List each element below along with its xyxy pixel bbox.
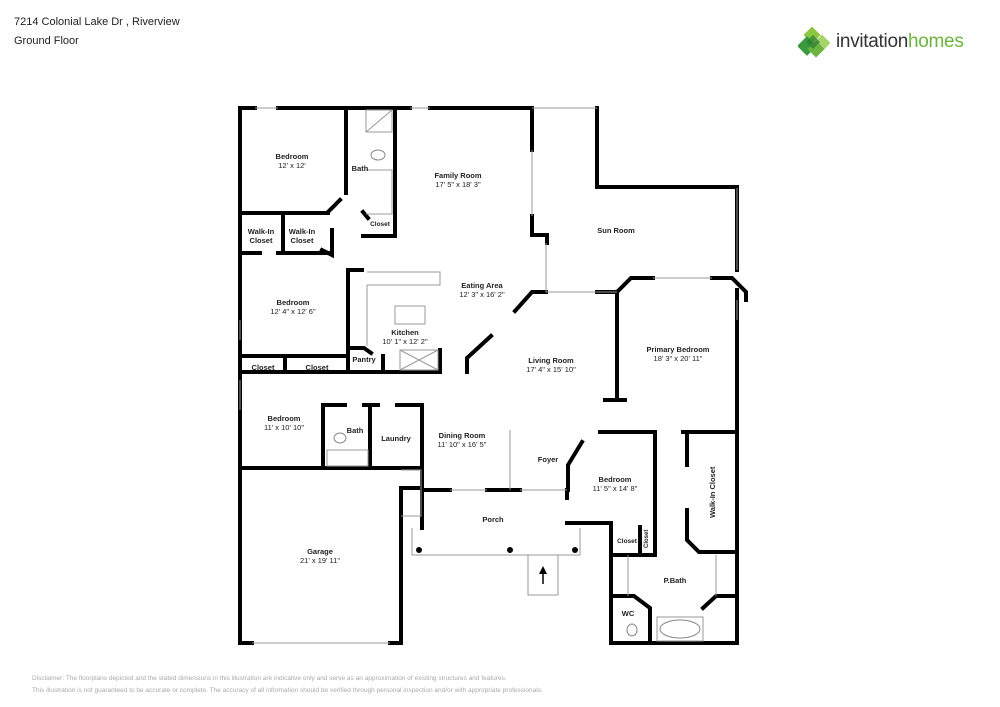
logo-wordmark: invitationhomes: [836, 31, 964, 53]
room-name: Walk-In Closet: [247, 227, 275, 245]
room-label-walk-in-closet-primary: Walk-In Closet: [708, 466, 717, 518]
disclaimer-line-2: This illustration is not guaranteed to b…: [32, 687, 543, 694]
room-name: Eating Area: [461, 281, 503, 290]
room-dims: 18' 3" x 20' 11": [653, 354, 703, 363]
room-label-laundry: Laundry: [381, 434, 411, 443]
room-name: Bedroom: [276, 298, 310, 307]
room-label-walk-in-closet-2: Walk-In Closet: [284, 227, 320, 245]
room-dims: 12' 4" x 12' 6": [270, 307, 316, 316]
room-label-closet-c: Closet: [617, 537, 637, 546]
room-name: Foyer: [537, 455, 559, 464]
room-label-closet-b: Closet: [306, 363, 329, 372]
room-dims: 10' 1" x 12' 2": [382, 337, 428, 346]
room-dims: 17' 5" x 18' 3": [435, 180, 481, 189]
room-name: WC: [621, 609, 635, 618]
room-name: Laundry: [381, 434, 411, 443]
room-name: Dining Room: [438, 431, 486, 440]
room-dims: 17' 4" x 15' 10": [526, 365, 576, 374]
room-label-closet-bath: Closet: [370, 220, 390, 229]
property-address: 7214 Colonial Lake Dr , Riverview: [14, 16, 180, 28]
room-name: Walk-In Closet: [288, 227, 316, 245]
room-name: Closet: [305, 363, 329, 372]
room-label-bath-1: Bath: [352, 164, 369, 173]
invitation-homes-logo: invitationhomes: [798, 25, 998, 65]
room-dims: 11' 5" x 14' 8": [592, 484, 638, 493]
room-name: Living Room: [528, 356, 574, 365]
room-dims: 11' x 10' 10": [264, 423, 304, 432]
room-name: Closet: [370, 221, 390, 228]
room-name: Kitchen: [391, 328, 419, 337]
room-dims: 21' x 19' 11": [300, 556, 340, 565]
logo-word-homes: homes: [908, 31, 964, 52]
floor-label: Ground Floor: [14, 35, 79, 47]
room-name: Garage: [307, 547, 333, 556]
room-label-porch: Porch: [482, 515, 503, 524]
room-dims: 11' 10" x 16' 5": [437, 440, 487, 449]
room-label-walk-in-closet-1: Walk-In Closet: [243, 227, 279, 245]
room-name: Sun Room: [597, 226, 635, 235]
room-name: Family Room: [434, 171, 482, 180]
room-name: Bedroom: [267, 414, 301, 423]
room-name: Porch: [482, 515, 504, 524]
room-label-wc: WC: [622, 609, 635, 618]
room-label-sun-room: Sun Room: [597, 226, 635, 235]
room-dims: 12' x 12': [278, 161, 306, 170]
room-name: P.Bath: [663, 576, 687, 585]
room-label-bath-2: Bath: [347, 426, 364, 435]
room-name: Closet: [617, 538, 637, 545]
room-label-closet-a: Closet: [252, 363, 275, 372]
arrow-up-icon: [539, 566, 547, 584]
logo-word-invitation: invitation: [836, 31, 908, 52]
logo-mark-icon: [798, 27, 831, 58]
room-name: Bath: [346, 426, 364, 435]
room-dims: 12' 3" x 16' 2": [459, 290, 505, 299]
room-label-pantry: Pantry: [352, 355, 375, 364]
room-label-p-bath: P.Bath: [664, 576, 687, 585]
room-name: Bedroom: [598, 475, 632, 484]
room-name: Closet: [251, 363, 275, 372]
room-label-closet-d: Closet: [644, 529, 650, 548]
room-label-foyer: Foyer: [538, 455, 558, 464]
room-name: Bath: [351, 164, 369, 173]
room-name: Bedroom: [275, 152, 309, 161]
room-name: Pantry: [352, 355, 376, 364]
room-name: Primary Bedroom: [646, 345, 710, 354]
disclaimer-line-1: Disclaimer: The floorplans depicted and …: [32, 675, 507, 682]
